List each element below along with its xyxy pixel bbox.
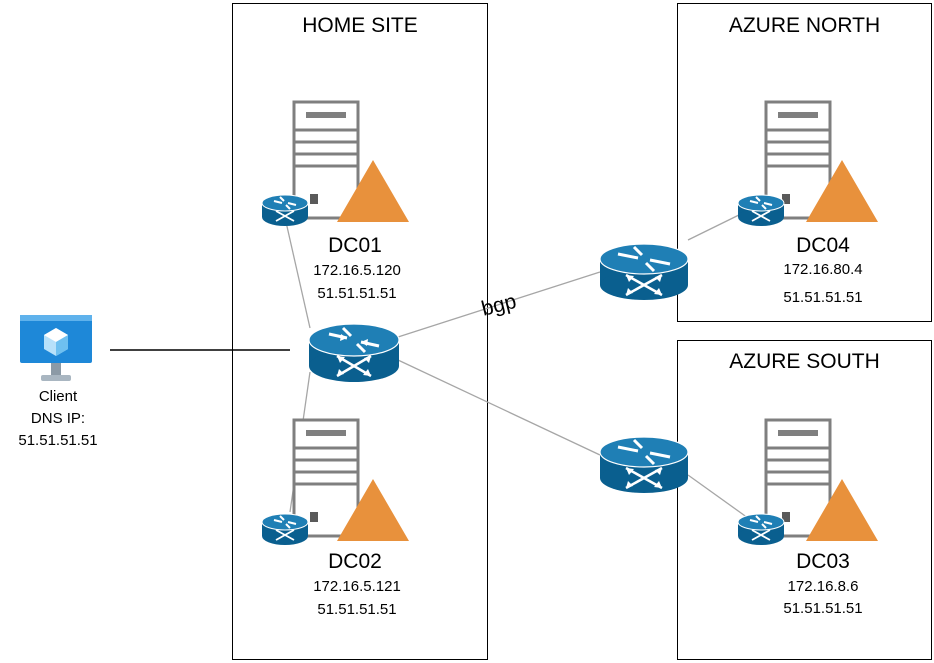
azure-north-box <box>677 3 932 322</box>
router-icon <box>599 436 689 493</box>
router-icon <box>737 194 785 226</box>
router-icon <box>261 513 309 545</box>
home-site-title: HOME SITE <box>302 14 418 37</box>
warning-triangle-icon <box>806 160 878 222</box>
warning-triangle-icon <box>337 160 409 222</box>
client-dns-ip: 51.51.51.51 <box>18 432 98 449</box>
router-icon <box>599 243 689 300</box>
router-icon <box>308 323 400 382</box>
dc01-name: DC01 <box>328 234 382 257</box>
dc04-dns: 51.51.51.51 <box>783 289 863 306</box>
dc02-name: DC02 <box>328 550 382 573</box>
dc02-dns: 51.51.51.51 <box>317 601 397 618</box>
dc03-dns: 51.51.51.51 <box>783 600 863 617</box>
link-core-south <box>397 359 601 456</box>
monitor-icon <box>20 315 92 381</box>
link-south-dc03 <box>687 474 749 519</box>
dc04-ip: 172.16.80.4 <box>783 261 863 278</box>
warning-triangle-icon <box>337 479 409 541</box>
dc03-ip: 172.16.8.6 <box>787 578 859 595</box>
server-icon <box>292 100 360 220</box>
azure-south-title: AZURE SOUTH <box>729 350 880 373</box>
server-icon <box>292 418 360 538</box>
server-icon <box>764 418 832 538</box>
warning-triangle-icon <box>806 479 878 541</box>
azure-south-box <box>677 340 932 660</box>
dc01-ip: 172.16.5.120 <box>313 262 401 279</box>
dc04-name: DC04 <box>796 234 850 257</box>
router-icon <box>261 194 309 226</box>
azure-north-title: AZURE NORTH <box>728 14 881 37</box>
dc01-dns: 51.51.51.51 <box>317 285 397 302</box>
link-dc01-core <box>285 221 311 329</box>
home-site-box <box>232 3 488 660</box>
dc02-ip: 172.16.5.121 <box>313 578 401 595</box>
link-core-north <box>397 271 601 338</box>
client-label: Client <box>38 388 78 405</box>
dc03-name: DC03 <box>796 550 850 573</box>
client-dns-label: DNS IP: <box>30 410 86 427</box>
router-icon <box>737 513 785 545</box>
link-north-dc04 <box>687 211 746 241</box>
